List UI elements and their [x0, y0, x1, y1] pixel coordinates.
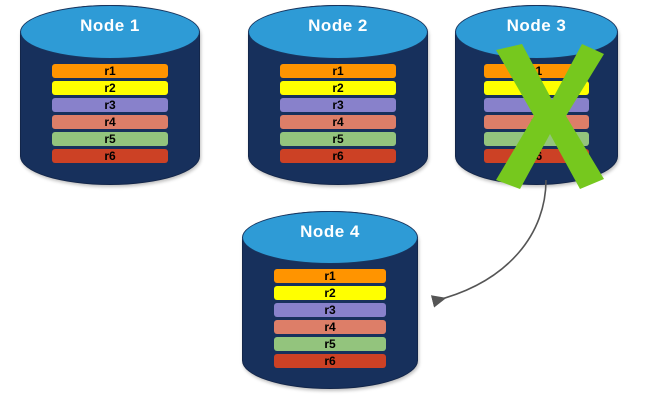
record-list: r1 r2 r3 r4 r5 r6: [484, 64, 589, 163]
cylinder-top: [248, 5, 428, 59]
cylinder-top: [20, 5, 200, 59]
record-r5[interactable]: r5: [484, 132, 589, 146]
record-list: r1 r2 r3 r4 r5 r6: [52, 64, 168, 163]
record-r4[interactable]: r4: [280, 115, 396, 129]
record-r3[interactable]: r3: [273, 303, 387, 317]
record-r2[interactable]: r2: [280, 81, 396, 95]
record-r2[interactable]: r2: [484, 81, 589, 95]
record-list: r1 r2 r3 r4 r5 r6: [273, 269, 387, 368]
record-r3[interactable]: r3: [280, 98, 396, 112]
node-2[interactable]: Node 2 r1 r2 r3 r4 r5 r6: [248, 5, 428, 185]
record-r4[interactable]: r4: [52, 115, 168, 129]
record-r5[interactable]: r5: [280, 132, 396, 146]
record-r3[interactable]: r3: [52, 98, 168, 112]
record-r6[interactable]: r6: [273, 354, 387, 368]
record-r5[interactable]: r5: [273, 337, 387, 351]
record-r1[interactable]: r1: [280, 64, 396, 78]
record-r6[interactable]: r6: [484, 149, 589, 163]
node-1[interactable]: Node 1 r1 r2 r3 r4 r5 r6: [20, 5, 200, 185]
node-4[interactable]: Node 4 r1 r2 r3 r4 r5 r6: [242, 211, 418, 389]
record-r1[interactable]: r1: [273, 269, 387, 283]
node-3[interactable]: Node 3 r1 r2 r3 r4 r5 r6: [455, 5, 618, 185]
record-r6[interactable]: r6: [52, 149, 168, 163]
record-r4[interactable]: r4: [484, 115, 589, 129]
record-list: r1 r2 r3 r4 r5 r6: [280, 64, 396, 163]
record-r4[interactable]: r4: [273, 320, 387, 334]
record-r1[interactable]: r1: [52, 64, 168, 78]
record-r2[interactable]: r2: [52, 81, 168, 95]
record-r2[interactable]: r2: [273, 286, 387, 300]
record-r6[interactable]: r6: [280, 149, 396, 163]
record-r1[interactable]: r1: [484, 64, 589, 78]
record-r5[interactable]: r5: [52, 132, 168, 146]
cylinder-top: [455, 5, 618, 59]
cylinder-top: [242, 211, 418, 265]
record-r3[interactable]: r3: [484, 98, 589, 112]
